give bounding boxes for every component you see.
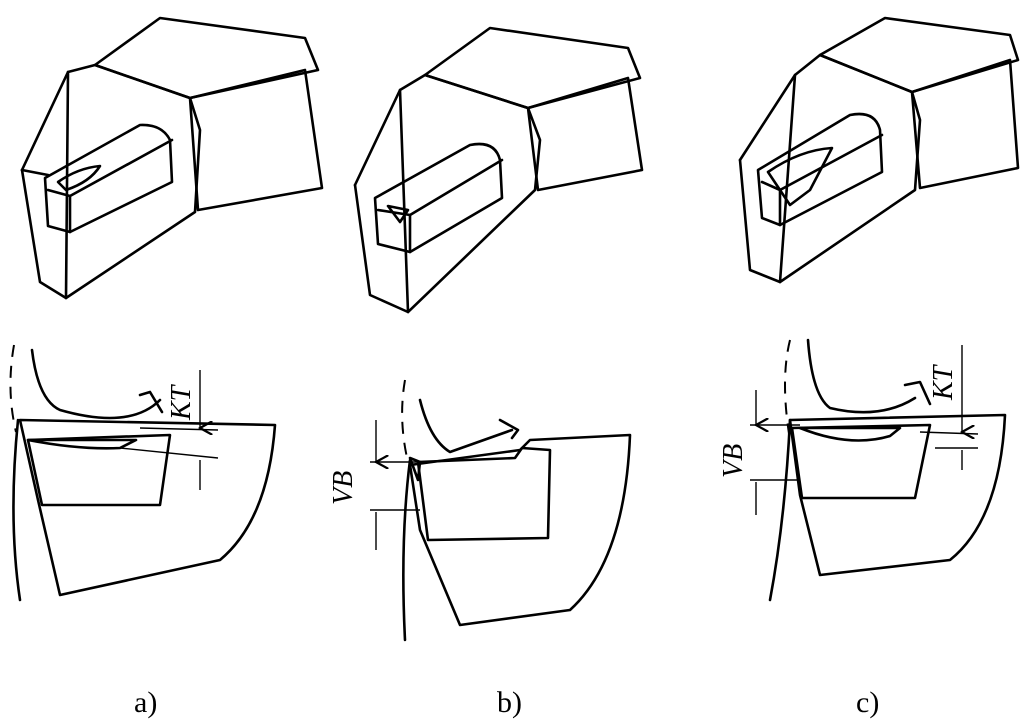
caption-c: c): [856, 686, 879, 719]
kt-label-c: KT: [928, 363, 959, 401]
section-b: VB: [328, 379, 632, 642]
section-a: KT: [9, 344, 277, 602]
vb-label-c: VB: [718, 444, 749, 478]
caption-b: b): [497, 686, 522, 719]
section-c: VB KT: [718, 338, 1007, 602]
kt-label-a: KT: [166, 383, 197, 421]
figure-a: KT a): [9, 16, 324, 719]
tool-perspective-b: [353, 26, 644, 314]
figure-c: VB KT c): [718, 16, 1020, 719]
figure-b: VB b): [328, 26, 644, 719]
tool-perspective-a: [20, 16, 324, 300]
vb-label-b: VB: [328, 471, 359, 505]
tool-perspective-c: [738, 16, 1020, 284]
caption-a: a): [134, 686, 157, 719]
